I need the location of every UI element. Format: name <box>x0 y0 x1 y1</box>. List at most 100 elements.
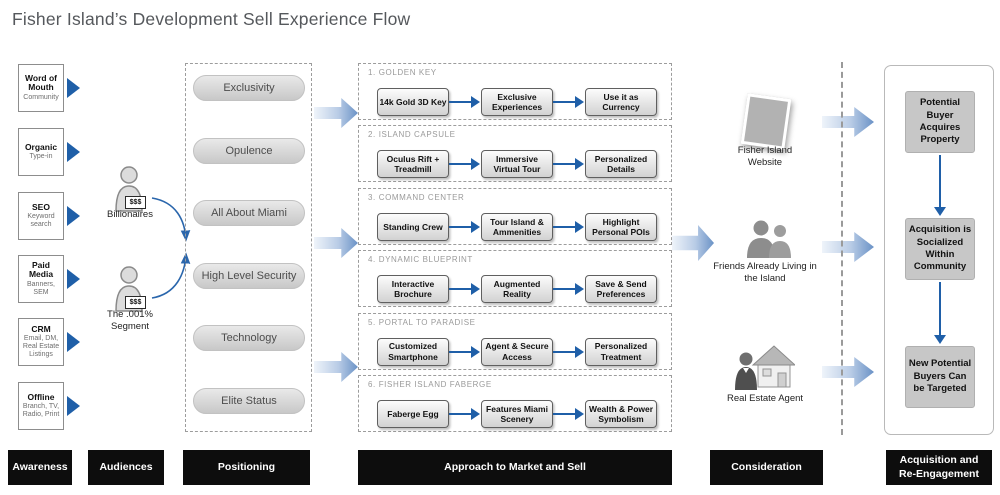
flow-arrow-icon <box>672 225 714 261</box>
awareness-channel-title: SEO <box>32 201 50 212</box>
page-title: Fisher Island’s Development Sell Experie… <box>12 9 411 29</box>
step-connector-icon <box>553 338 585 366</box>
stage-bar-acquisition: Acquisition and Re-Engagement <box>886 450 992 485</box>
acquisition-stage: New Potential Buyers Can be Targeted <box>905 346 975 408</box>
positioning-pill: Elite Status <box>193 388 305 414</box>
stage-bar-label: Consideration <box>731 460 802 473</box>
awareness-channel-subtitle: Keyword search <box>27 213 55 229</box>
approach-step: Features Miami Scenery <box>481 400 553 428</box>
acquisition-stage: Potential Buyer Acquires Property <box>905 91 975 153</box>
approach-step: Faberge Egg <box>377 400 449 428</box>
approach-step: Tour Island & Ammenities <box>481 212 553 241</box>
stage-bar-label: Positioning <box>217 460 276 473</box>
approach-section-heading: 3. COMMAND CENTER <box>368 192 465 202</box>
approach-step: Personalized Details <box>585 150 657 179</box>
step-connector-icon <box>449 338 481 366</box>
step-connector-icon <box>553 213 585 241</box>
arrow-right-icon <box>67 142 80 162</box>
friends-icon <box>747 220 791 258</box>
flow-arrow-icon <box>822 357 874 387</box>
awareness-channel-title: CRM <box>31 323 51 334</box>
approach-section-heading: 6. FISHER ISLAND FABERGE <box>368 380 492 389</box>
positioning-pill: Opulence <box>193 137 305 164</box>
approach-step: Agent & Secure Access <box>481 337 553 366</box>
stage-bar-label: Awareness <box>12 460 68 473</box>
approach-section-heading: 2. ISLAND CAPSULE <box>368 130 456 140</box>
audience-label: The .001% Segment <box>107 309 153 332</box>
touchpoint-label: Real Estate Agent <box>726 393 804 404</box>
step-connector-icon <box>449 400 481 428</box>
step-connector-icon <box>553 150 585 178</box>
approach-step: Augmented Reality <box>481 275 553 304</box>
arrow-right-icon <box>67 332 80 352</box>
arrow-right-icon <box>67 78 80 98</box>
approach-section: 1. GOLDEN KEY 14k Gold 3D Key Exclusive Ex… <box>358 63 672 120</box>
approach-section-heading: 5. PORTAL TO PARADISE <box>368 317 476 327</box>
awareness-channel-subtitle: Type-in <box>29 153 53 161</box>
approach-step: 14k Gold 3D Key <box>377 88 449 116</box>
approach-step: Use it as Currency <box>585 88 657 116</box>
house-agent-icon <box>735 345 795 390</box>
step-connector-icon <box>449 150 481 178</box>
positioning-pill: Exclusivity <box>193 75 305 101</box>
arrow-down-icon <box>885 155 995 216</box>
approach-section: 3. COMMAND CENTER Standing Crew Tour Islan… <box>358 187 672 245</box>
acquisition-stage: Acquisition is Socialized Within Communi… <box>905 218 975 280</box>
step-connector-icon <box>553 275 585 303</box>
step-connector-icon <box>449 88 481 116</box>
flow-arrow-icon <box>822 107 874 137</box>
positioning-pill: All About Miami <box>193 200 305 227</box>
approach-step: Immersive Virtual Tour <box>481 150 553 179</box>
stage-divider <box>841 62 843 435</box>
approach-section-heading: 1. GOLDEN KEY <box>368 68 437 77</box>
approach-section: 6. FISHER ISLAND FABERGE Faberge Egg Featu… <box>358 375 672 432</box>
flow-arrow-icon <box>314 98 358 128</box>
approach-step: Save & Send Preferences <box>585 275 657 304</box>
stage-bar-consideration: Consideration <box>710 450 823 485</box>
awareness-channel-subtitle: Community <box>23 94 59 102</box>
approach-step: Interactive Brochure <box>377 275 449 304</box>
step-connector-icon <box>449 213 481 241</box>
approach-step: Exclusive Experiences <box>481 88 553 116</box>
arrow-right-icon <box>67 206 80 226</box>
approach-section-heading: 4. DYNAMIC BLUEPRINT <box>368 255 473 265</box>
approach-section: 5. PORTAL TO PARADISE Customized Smartpho… <box>358 312 672 370</box>
approach-step: Customized Smartphone <box>377 337 449 366</box>
audience-label: Billionaires <box>107 209 153 220</box>
awareness-channel-title: Organic <box>24 141 58 152</box>
arrow-right-icon <box>67 396 80 416</box>
awareness-channel-subtitle: Banners, SEM <box>26 281 56 297</box>
step-connector-icon <box>553 88 585 116</box>
arrow-right-icon <box>67 269 80 289</box>
touchpoint-label: Fisher Island Website <box>737 145 793 169</box>
step-connector-icon <box>449 275 481 303</box>
money-badge: $$$ <box>125 196 146 209</box>
awareness-channel-title: Word of Mouth <box>25 72 57 93</box>
awareness-channel-subtitle: Email, DM, Real Estate Listings <box>22 335 60 359</box>
audience-001-segment: $$$ <box>112 266 146 312</box>
positioning-pill: High Level Security <box>193 262 305 289</box>
awareness-channel-title: Offline <box>27 391 55 402</box>
stage-bar-label: Acquisition and Re-Engagement <box>899 454 979 480</box>
touchpoint-label: Friends Already Living in the Island <box>713 261 817 285</box>
approach-step: Standing Crew <box>377 212 449 241</box>
approach-step: Personalized Treatment <box>585 337 657 366</box>
arrow-down-icon <box>885 282 995 344</box>
positioning-pill: Technology <box>193 325 305 352</box>
awareness-channel-subtitle: Branch, TV, Radio, Print <box>22 403 60 419</box>
approach-section: 2. ISLAND CAPSULE Oculus Rift + Treadmill… <box>358 125 672 183</box>
audience-billionaires: $$$ <box>112 166 146 212</box>
stage-bar-label: Audiences <box>99 460 153 473</box>
positioning-container <box>185 63 312 432</box>
stage-bar-label: Approach to Market and Sell <box>444 460 586 473</box>
approach-step: Wealth & Power Symbolism <box>585 400 657 428</box>
flow-arrow-icon <box>314 228 358 258</box>
approach-step: Oculus Rift + Treadmill <box>377 150 449 179</box>
